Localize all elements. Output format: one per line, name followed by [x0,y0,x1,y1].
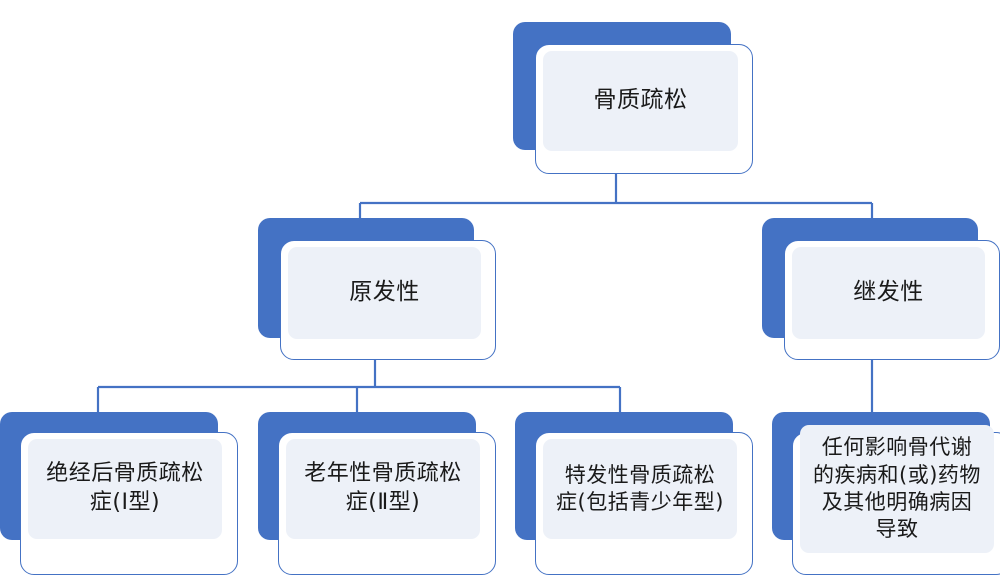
node-idiopathic-osteoporosis[interactable]: 特发性骨质疏松 症(包括青少年型) [515,412,755,577]
node-secondary[interactable]: 继发性 [762,218,1000,360]
node-root-label: 骨质疏松 [593,87,688,114]
node-primary-label: 原发性 [349,279,420,306]
node-secondary-causes-label: 任何影响骨代谢 的疾病和(或)药物 及其他明确病因 导致 [813,435,981,542]
node-primary[interactable]: 原发性 [258,218,496,360]
node-secondary-causes-inner-panel: 任何影响骨代谢 的疾病和(或)药物 及其他明确病因 导致 [800,425,994,553]
node-root[interactable]: 骨质疏松 [513,22,753,174]
node-senile-osteoporosis-label: 老年性骨质疏松 症(Ⅱ型) [304,461,462,515]
node-primary-inner-panel: 原发性 [288,247,481,339]
node-idiopathic-osteoporosis-inner-panel: 特发性骨质疏松 症(包括青少年型) [543,439,737,539]
node-postmenopausal-osteoporosis-inner-panel: 绝经后骨质疏松 症(Ⅰ型) [28,439,222,539]
node-root-inner-panel: 骨质疏松 [543,51,738,151]
node-secondary-inner-panel: 继发性 [792,247,985,339]
node-postmenopausal-osteoporosis-label: 绝经后骨质疏松 症(Ⅰ型) [46,461,204,515]
node-postmenopausal-osteoporosis[interactable]: 绝经后骨质疏松 症(Ⅰ型) [0,412,240,577]
node-secondary-causes[interactable]: 任何影响骨代谢 的疾病和(或)药物 及其他明确病因 导致 [772,412,1000,577]
node-senile-osteoporosis[interactable]: 老年性骨质疏松 症(Ⅱ型) [258,412,498,577]
node-secondary-label: 继发性 [853,279,924,306]
node-idiopathic-osteoporosis-label: 特发性骨质疏松 症(包括青少年型) [556,462,724,514]
node-senile-osteoporosis-inner-panel: 老年性骨质疏松 症(Ⅱ型) [286,439,480,539]
